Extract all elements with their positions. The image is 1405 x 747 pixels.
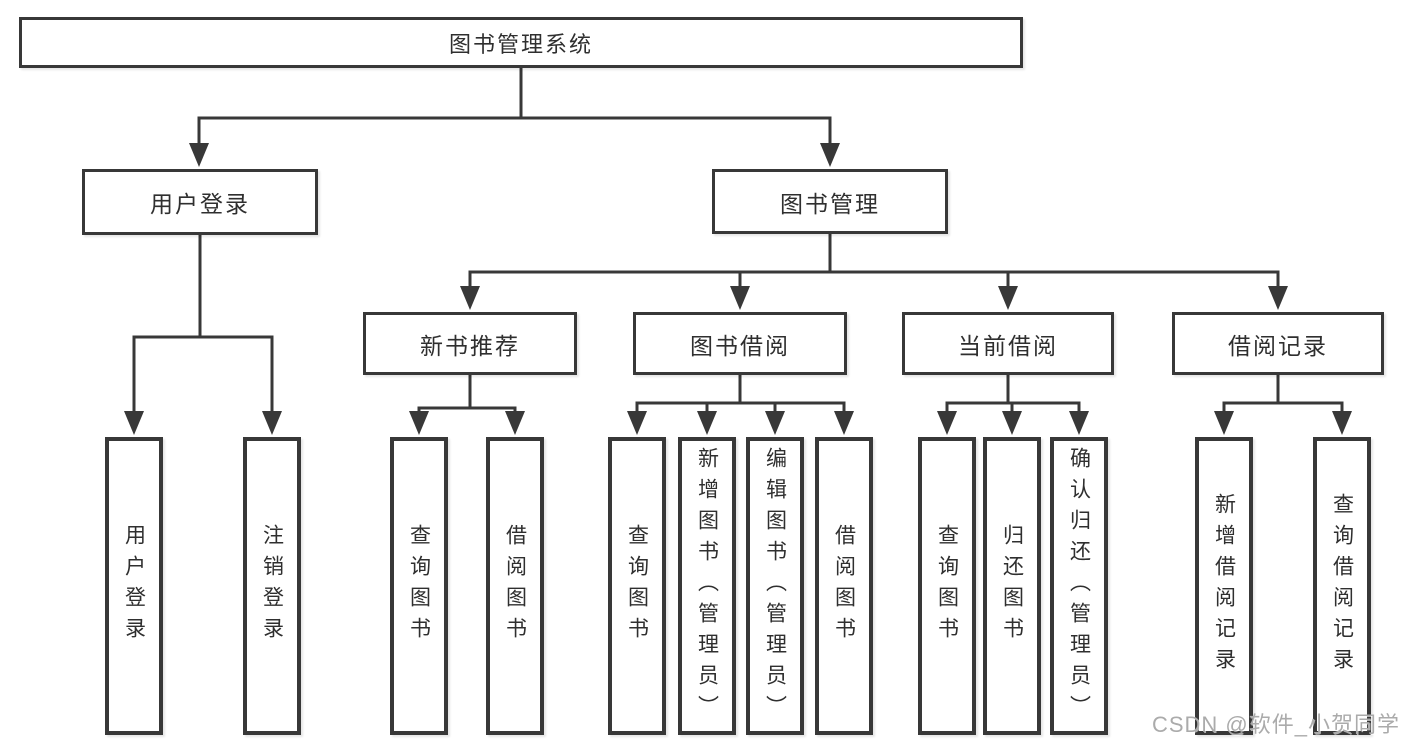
node-root: 图书管理系统 <box>19 17 1023 68</box>
leaf-nbr-query-books-label: 查询图书 <box>407 524 431 648</box>
node-current-borrow: 当前借阅 <box>902 312 1114 375</box>
leaf-bb-borrow-books-label: 借阅图书 <box>832 524 856 648</box>
leaf-nbr-borrow-books-label: 借阅图书 <box>503 524 527 648</box>
leaf-br-query-record: 查询借阅记录 <box>1313 437 1371 735</box>
leaf-user-login: 用户登录 <box>105 437 163 735</box>
leaf-cb-confirm-return-admin-label: 确认归还（管理员） <box>1067 446 1091 726</box>
node-new-book-recommend-label: 新书推荐 <box>420 332 520 359</box>
leaf-bb-edit-books-admin-label: 编辑图书（管理员） <box>763 446 787 726</box>
watermark: CSDN @软件_小贺同学 <box>1151 712 1400 737</box>
node-user-login: 用户登录 <box>82 169 318 235</box>
node-user-login-label: 用户登录 <box>150 191 250 217</box>
leaf-bb-edit-books-admin: 编辑图书（管理员） <box>746 437 804 735</box>
node-book-management-label: 图书管理 <box>780 190 880 217</box>
leaf-logout-label: 注销登录 <box>260 524 284 648</box>
leaf-nbr-borrow-books: 借阅图书 <box>486 437 544 735</box>
leaf-br-add-record-label: 新增借阅记录 <box>1212 493 1236 679</box>
node-book-borrow-label: 图书借阅 <box>690 332 790 359</box>
leaf-cb-query-books: 查询图书 <box>918 437 976 735</box>
leaf-logout: 注销登录 <box>243 437 301 735</box>
leaf-bb-borrow-books: 借阅图书 <box>815 437 873 735</box>
leaf-bb-add-books-admin-label: 新增图书（管理员） <box>695 446 719 726</box>
leaf-br-query-record-label: 查询借阅记录 <box>1330 493 1354 679</box>
leaf-cb-confirm-return-admin: 确认归还（管理员） <box>1050 437 1108 735</box>
leaf-nbr-query-books: 查询图书 <box>390 437 448 735</box>
leaf-cb-return-books-label: 归还图书 <box>1000 524 1024 648</box>
node-borrow-records-label: 借阅记录 <box>1228 332 1328 359</box>
leaf-bb-query-books-label: 查询图书 <box>625 524 649 648</box>
leaf-bb-add-books-admin: 新增图书（管理员） <box>678 437 736 735</box>
leaf-cb-return-books: 归还图书 <box>983 437 1041 735</box>
node-borrow-records: 借阅记录 <box>1172 312 1384 375</box>
leaf-cb-query-books-label: 查询图书 <box>935 524 959 648</box>
leaf-br-add-record: 新增借阅记录 <box>1195 437 1253 735</box>
node-new-book-recommend: 新书推荐 <box>363 312 577 375</box>
leaf-bb-query-books: 查询图书 <box>608 437 666 735</box>
arrowheads <box>124 143 1352 435</box>
leaf-user-login-label: 用户登录 <box>122 524 146 648</box>
node-book-management: 图书管理 <box>712 169 948 234</box>
node-root-label: 图书管理系统 <box>448 31 593 57</box>
node-current-borrow-label: 当前借阅 <box>958 332 1058 359</box>
node-book-borrow: 图书借阅 <box>633 312 847 375</box>
